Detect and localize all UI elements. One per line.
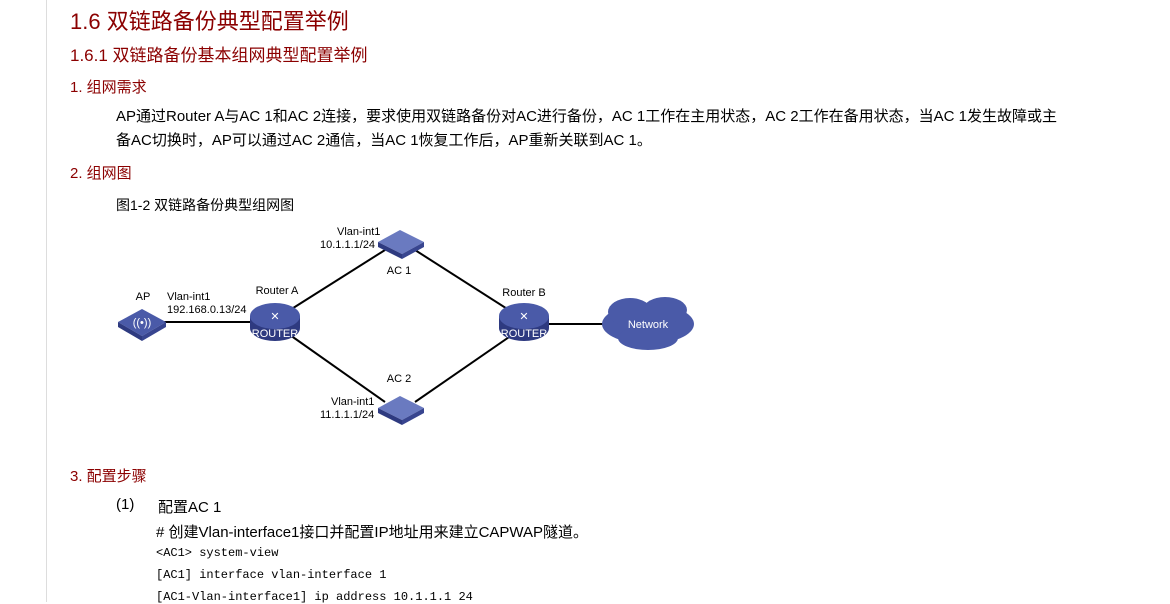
link-routera-ac2 [289,334,386,403]
ap-ip: 192.168.0.13/24 [167,304,247,316]
heading-steps: 3. 配置步骤 [70,468,147,485]
network-label: Network [628,319,669,331]
step-label: 配置AC 1 [158,499,222,516]
ap-icon: ((•)) [118,309,166,341]
section-title: 1.6 双链路备份典型配置举例 [70,9,349,34]
link-routera-ac1 [289,249,386,311]
heading-requirements: 1. 组网需求 [70,79,147,96]
router-b-icon: ✕ ROUTER [499,303,549,341]
requirements-line: AP通过Router A与AC 1和AC 2连接，要求使用双链路备份对AC进行备… [116,108,1057,125]
router-b-label: Router B [502,287,545,299]
subsection-title: 1.6.1 双链路备份基本组网典型配置举例 [70,46,368,65]
router-a-icon: ✕ ROUTER [250,303,300,341]
step-number: (1) [116,496,135,513]
ap-interface: Vlan-int1 [167,291,210,303]
ac2-icon [378,396,424,425]
link-ac1-routerb [414,249,513,313]
ac2-interface: Vlan-int1 [331,396,374,408]
ac1-ip: 10.1.1.1/24 [320,239,375,251]
ac1-label: AC 1 [387,265,411,277]
requirements-text: AP通过Router A与AC 1和AC 2连接，要求使用双链路备份对AC进行备… [116,105,1136,153]
svg-text:ROUTER: ROUTER [501,328,548,340]
router-a-label: Router A [256,285,299,297]
heading-diagram: 2. 组网图 [70,165,132,182]
requirements-line: 备AC切换时，AP可以通过AC 2通信，当AC 1恢复工作后，AP重新关联到AC… [116,132,652,149]
svg-text:ROUTER: ROUTER [252,328,299,340]
code-line: [AC1] interface vlan-interface 1 [156,568,387,582]
svg-text:✕: ✕ [519,311,528,323]
ac2-label: AC 2 [387,373,411,385]
code-line: [AC1-Vlan-interface1] ip address 10.1.1.… [156,590,473,604]
code-comment: # 创建Vlan-interface1接口并配置IP地址用来建立CAPWAP隧道… [156,524,589,541]
svg-text:((•)): ((•)) [133,317,152,329]
ac1-icon [378,230,424,259]
page-margin-line [46,0,47,602]
ac1-interface: Vlan-int1 [337,226,380,238]
ac2-ip: 11.1.1.1/24 [320,409,374,421]
svg-text:✕: ✕ [270,311,279,323]
link-ac2-routerb [414,334,513,403]
code-line: <AC1> system-view [156,546,279,560]
ap-label: AP [136,291,151,303]
network-cloud-icon [602,297,694,350]
figure-caption: 图1-2 双链路备份典型组网图 [116,197,295,213]
